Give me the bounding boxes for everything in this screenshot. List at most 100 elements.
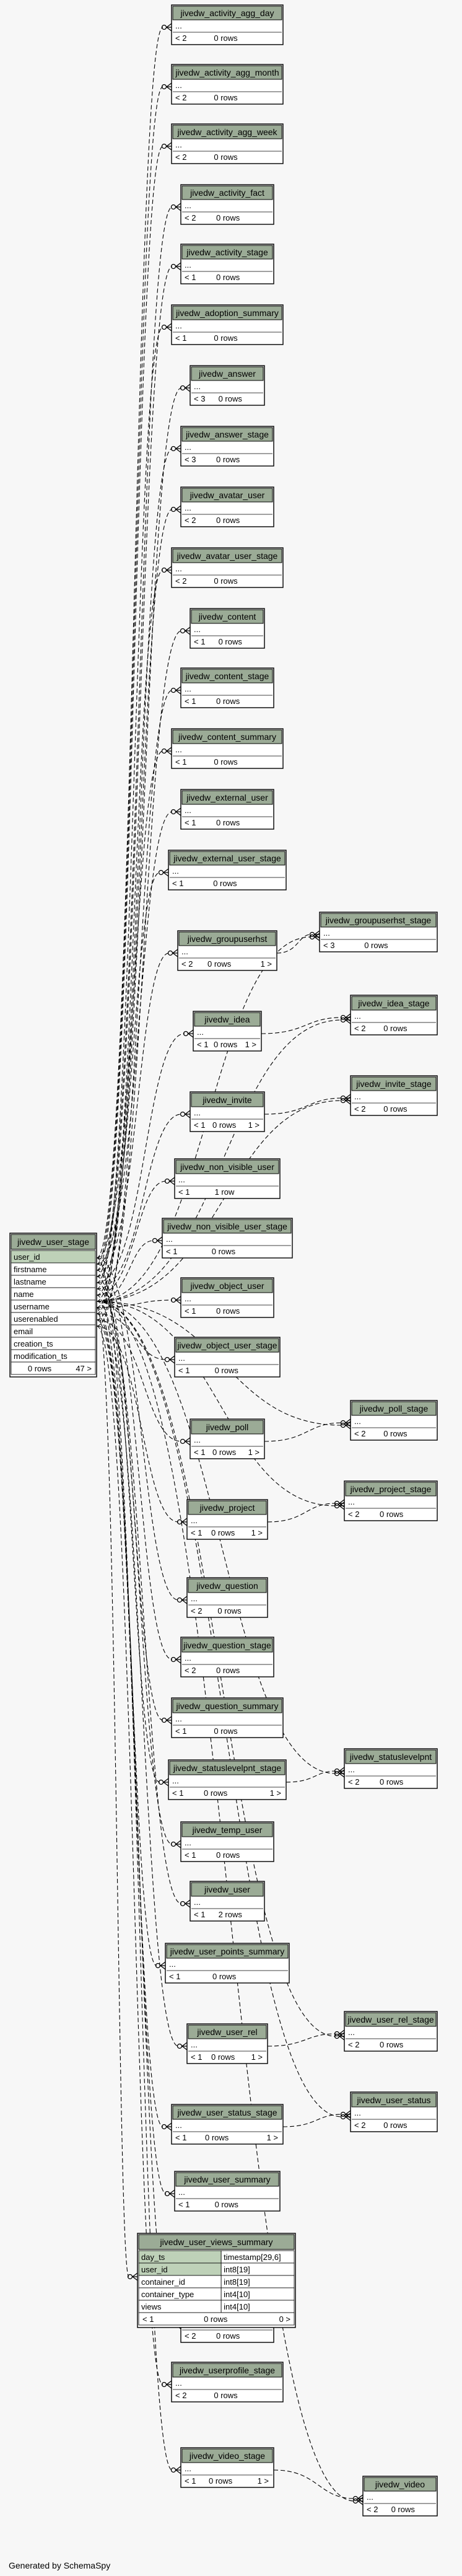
parent-count: < 2 xyxy=(185,213,196,222)
parent-count: < 1 xyxy=(142,2314,154,2324)
row-count: 0 rows xyxy=(207,959,232,969)
row-count: 0 rows xyxy=(212,1120,237,1130)
columns-ellipsis: ... xyxy=(354,1417,361,1426)
edge-user-stage-to-jivedw-invite-stage xyxy=(96,1100,342,1302)
parent-count: < 2 xyxy=(354,1024,365,1033)
column-container-id: container_id xyxy=(141,2277,185,2287)
zero-many-marker xyxy=(340,1096,351,1105)
columns-ellipsis: ... xyxy=(185,2464,191,2473)
edge-user-stage-to-jivedw-user-status-stage xyxy=(96,1307,163,2127)
columns-ellipsis: ... xyxy=(197,1027,204,1037)
edge-jivedw-statuslevelpnt-stage-to-jivedw-statuslevelpnt xyxy=(285,1770,336,1783)
row-count: 1 row xyxy=(215,1187,235,1197)
parent-count: < 2 xyxy=(185,1666,196,1675)
zero-many-marker xyxy=(340,1013,351,1022)
table-name: jivedw_content_stage xyxy=(185,671,269,681)
row-count: 0 rows xyxy=(216,697,240,706)
parent-count: < 1 xyxy=(185,273,196,282)
columns-ellipsis: ... xyxy=(178,1175,185,1184)
row-count: 0 rows xyxy=(204,1788,228,1798)
parent-count: < 1 xyxy=(194,637,205,646)
parent-count: < 3 xyxy=(323,941,334,950)
row-count: 0 rows xyxy=(219,637,243,646)
row-count: 0 rows xyxy=(216,1850,240,1860)
zero-many-marker xyxy=(334,1769,345,1778)
columns-ellipsis: ... xyxy=(166,1234,173,1244)
zero-many-marker xyxy=(170,807,181,816)
parent-count: < 1 xyxy=(185,2476,196,2486)
table-name: jivedw_invite_stage xyxy=(355,1079,432,1089)
edge-user-stage-to-jivedw-question xyxy=(96,1257,179,1601)
columns-ellipsis: ... xyxy=(191,1516,198,1525)
zero-many-marker xyxy=(170,2466,181,2474)
table-jivedw-user-stage[interactable]: jivedw_user_stageuser_idfirstnamelastnam… xyxy=(9,1233,97,1378)
row-count: 0 rows xyxy=(212,1448,237,1457)
zero-many-marker xyxy=(164,1177,175,1185)
edge-user-stage-to-jivedw-temp-user xyxy=(96,1282,173,1845)
edge-user-stage-to-jivedw-question-summary xyxy=(96,1270,163,1721)
child-count: 47 > xyxy=(76,1364,92,1373)
table-name: jivedw_video_stage xyxy=(189,2451,265,2461)
edge-user-stage-to-jivedw-object-user-stage xyxy=(96,1313,167,1360)
zero-many-marker xyxy=(161,23,172,32)
parent-count: < 1 xyxy=(166,1247,177,1256)
parent-count: < 1 xyxy=(191,2052,202,2062)
columns-ellipsis: ... xyxy=(194,625,201,634)
table-name: jivedw_user_rel_stage xyxy=(347,2015,434,2024)
row-count: 0 rows xyxy=(216,1306,240,1316)
edge-jivedw-poll-to-jivedw-poll-stage xyxy=(264,1422,342,1442)
zero-many-marker xyxy=(170,1655,181,1664)
row-count: 0 rows xyxy=(380,1777,404,1787)
edge-user-stage-to-jivedw-content-stage xyxy=(96,690,173,1327)
column-type-day-ts: timestamp[29,6] xyxy=(224,2253,281,2262)
child-count: 1 > xyxy=(261,959,272,969)
zero-many-marker xyxy=(170,1840,181,1848)
